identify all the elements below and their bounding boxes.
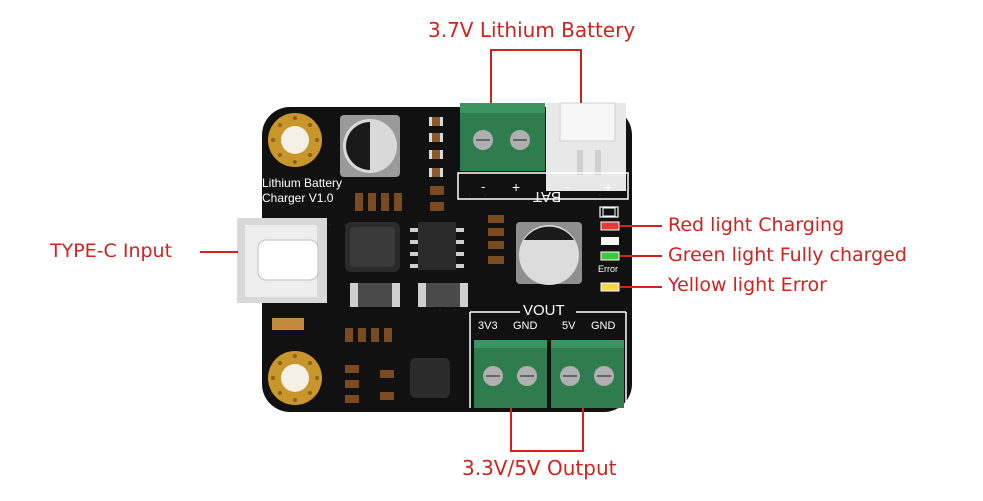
red-light-label: Red light Charging: [668, 214, 845, 236]
ic-chip: [410, 222, 464, 270]
smd-cap-left: [272, 318, 304, 330]
jst-minus: -: [565, 179, 570, 194]
pin-gnd-2: GND: [591, 320, 616, 332]
led-white: [601, 237, 619, 245]
smd-parts-bottom: [345, 328, 394, 403]
pin-gnd-1: GND: [513, 320, 538, 332]
battery-terminal: [460, 103, 545, 171]
bat-plus: +: [512, 179, 521, 195]
pin-5v: 5V: [562, 320, 576, 332]
pin-3v3: 3V3: [478, 320, 498, 332]
callout-lines: [200, 49, 662, 452]
smd-resistors-right: [488, 215, 504, 264]
typec-label: TYPE-C Input: [50, 240, 173, 262]
error-label: Error: [598, 264, 618, 274]
jst-plus: +: [604, 179, 613, 195]
green-light-label: Green light Fully charged: [668, 244, 907, 266]
output-terminal-left: [474, 340, 547, 408]
diodes: [350, 283, 468, 307]
smd-parts-top: [429, 117, 443, 177]
mount-hole-top: [268, 113, 322, 167]
bat-minus: -: [481, 179, 486, 194]
vout-label: VOUT: [523, 302, 565, 319]
led-green: [600, 251, 620, 261]
vout-silk-frame: [469, 311, 627, 408]
jst-connector: [546, 102, 626, 191]
capacitor-top: [340, 115, 400, 177]
battery-icon: [602, 207, 616, 217]
bottom-inductor: [410, 358, 450, 398]
usb-c-connector: [237, 218, 327, 303]
bat-label: BAT: [533, 188, 562, 205]
board-title-line2: Charger V1.0: [262, 191, 334, 205]
led-yellow: [600, 282, 620, 292]
output-terminal-right: [551, 340, 624, 408]
led-strip: [599, 206, 620, 292]
bat-silk-frame: [457, 172, 629, 200]
yellow-light-label: Yellow light Error: [668, 274, 827, 296]
output-bracket: [510, 408, 584, 452]
smd-parts-middle: [355, 186, 444, 211]
capacitor-output: [516, 222, 582, 285]
output-label: 3.3V/5V Output: [462, 456, 617, 480]
led-red: [600, 221, 620, 231]
inductor: [345, 222, 400, 272]
board-title-line1: Lithium Battery: [262, 176, 343, 190]
battery-bracket: [490, 49, 582, 103]
mount-hole-bottom: [268, 351, 322, 405]
battery-label: 3.7V Lithium Battery: [428, 18, 636, 42]
